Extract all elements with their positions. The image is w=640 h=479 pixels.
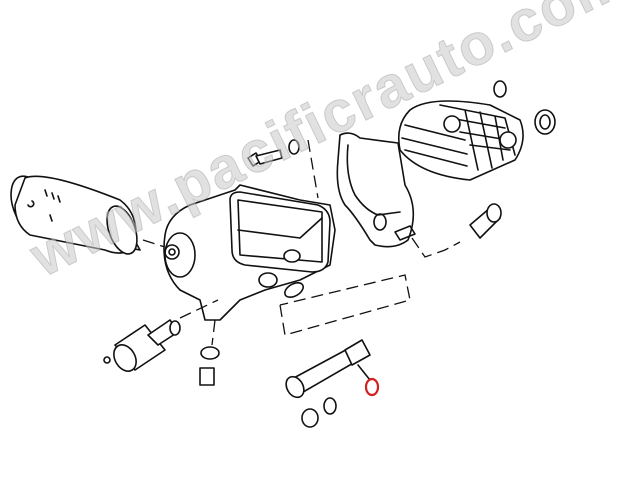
oil-cooler <box>397 100 524 181</box>
relief-valve <box>285 339 371 399</box>
leader-line <box>179 299 219 319</box>
leader-line <box>211 319 216 346</box>
seal-ring <box>534 109 556 135</box>
oil-filter-housing <box>163 184 336 321</box>
washer-small <box>200 346 220 360</box>
leader-line <box>307 139 319 199</box>
sealing-ring-a <box>301 408 319 428</box>
oil-filter <box>10 175 141 255</box>
drain-plug <box>199 367 215 386</box>
leader-bracket <box>279 274 411 336</box>
oil-pressure-switch <box>103 319 181 372</box>
threaded-plug <box>469 203 502 239</box>
washer <box>288 139 300 155</box>
oil-cooler-gasket <box>336 132 416 248</box>
o-ring <box>493 80 507 98</box>
sealing-ring-b <box>323 397 337 415</box>
bolt <box>247 149 283 167</box>
leader-line <box>411 237 461 258</box>
leader-line <box>357 364 371 381</box>
highlighted-o-ring[interactable] <box>364 377 380 397</box>
